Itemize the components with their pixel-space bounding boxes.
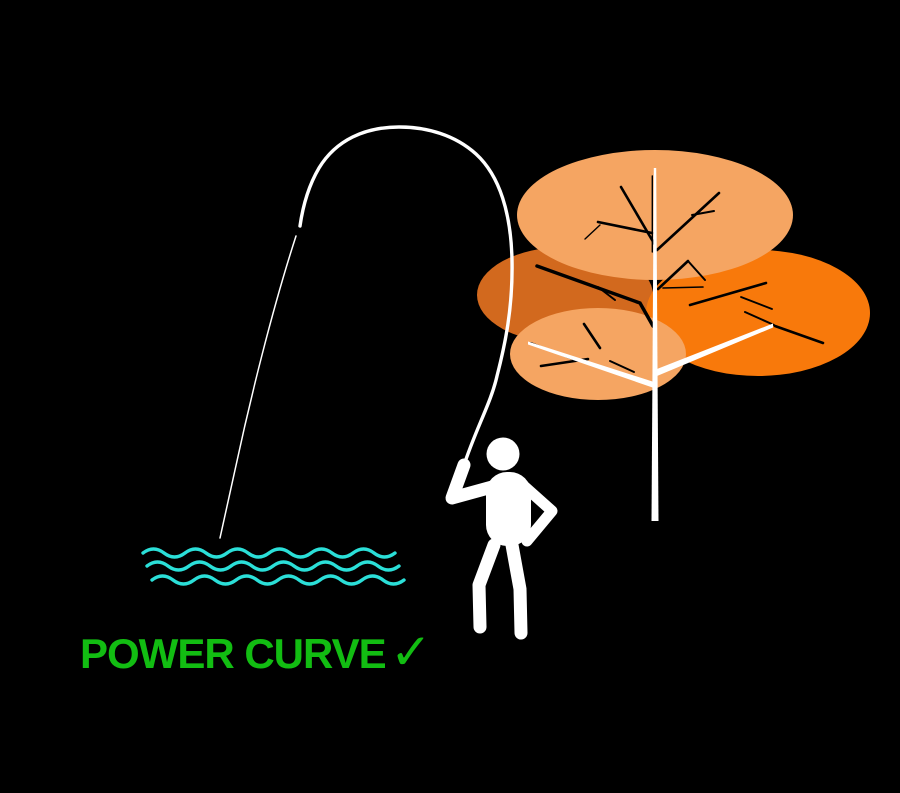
twig	[584, 224, 601, 240]
water-waves	[141, 547, 406, 586]
twig	[662, 286, 704, 289]
caption-label: POWER CURVE	[80, 630, 386, 677]
wave-line-1	[141, 547, 397, 559]
twig	[773, 324, 825, 345]
twig	[687, 260, 706, 281]
canopy-ellipse-bottom-light	[510, 308, 686, 400]
canopy-ellipse-bright	[646, 250, 870, 376]
angler-left-leg	[472, 538, 501, 634]
twig	[656, 259, 690, 291]
twig	[744, 311, 775, 326]
twig	[619, 185, 657, 247]
wave-line-2	[145, 560, 401, 572]
angler-hip-arm	[518, 480, 558, 547]
fly-line	[219, 125, 514, 539]
angler-right-leg	[505, 538, 528, 640]
angler-rod-arm	[445, 458, 499, 505]
twig-large-diagonal	[535, 264, 655, 328]
twig	[655, 191, 721, 252]
tree-branches	[530, 175, 825, 373]
twig	[596, 220, 654, 235]
tree-trunk	[528, 168, 773, 521]
trunk-branch-right	[657, 323, 773, 376]
twig	[740, 296, 773, 310]
angler-figure	[445, 437, 558, 640]
wave-line-3	[150, 574, 406, 586]
caption: POWER CURVE ✓	[80, 623, 432, 681]
twig	[597, 286, 616, 301]
trunk	[651, 168, 659, 521]
twig	[582, 322, 602, 350]
checkmark-icon: ✓	[390, 623, 432, 681]
angler-head	[486, 437, 520, 471]
twig	[688, 281, 768, 307]
trunk-branch-left	[528, 341, 654, 388]
twig	[691, 210, 715, 216]
tree-canopy	[477, 150, 870, 400]
twig	[609, 360, 635, 373]
fly-line-loop-path	[298, 125, 514, 470]
fly-line-leader-path	[219, 235, 297, 539]
